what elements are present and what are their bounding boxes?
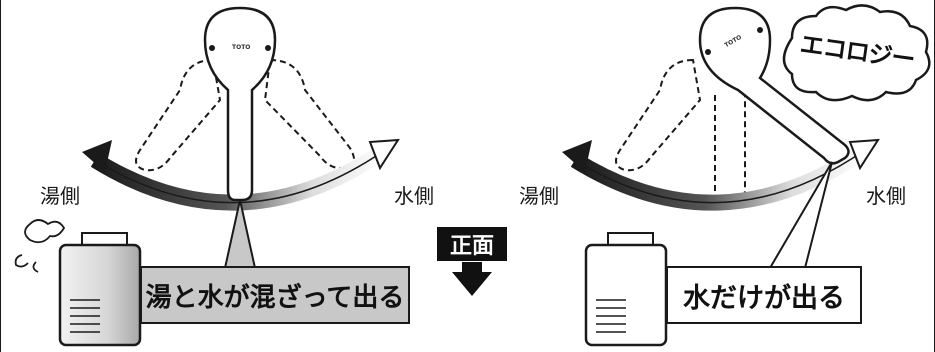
- right-cold-side-label: 水側: [866, 184, 906, 208]
- left-cold-side-label: 水側: [394, 184, 434, 208]
- right-ghost-lever-hot: [615, 58, 702, 172]
- left-arrow-cold-head: [368, 138, 400, 171]
- left-ghost-lever-cold: [263, 58, 355, 170]
- right-hot-side-label: 湯側: [519, 184, 559, 208]
- right-lever-head: [698, 6, 850, 165]
- right-faucet-group: [562, 4, 931, 347]
- left-water-heater: [58, 232, 142, 347]
- right-water-heater: [584, 232, 668, 347]
- left-arrow-hot-head: [82, 140, 112, 172]
- eco-cloud: [782, 4, 931, 102]
- left-ghost-lever-hot: [135, 58, 222, 172]
- right-arrow-hot-head: [562, 140, 592, 172]
- right-ghost-lever-center: [714, 95, 746, 201]
- left-callout: 湯と水が混ざって出る: [140, 266, 410, 324]
- left-brand-logo: TOTO: [232, 44, 251, 51]
- steam-icon: [24, 219, 66, 244]
- left-lever-head: [203, 6, 277, 202]
- right-callout: 水だけが出る: [666, 266, 862, 324]
- left-hot-side-label: 湯側: [40, 184, 80, 208]
- right-arrow-cold-head: [848, 138, 880, 171]
- front-label: 正面: [437, 227, 507, 261]
- front-direction-arrow: [452, 262, 492, 296]
